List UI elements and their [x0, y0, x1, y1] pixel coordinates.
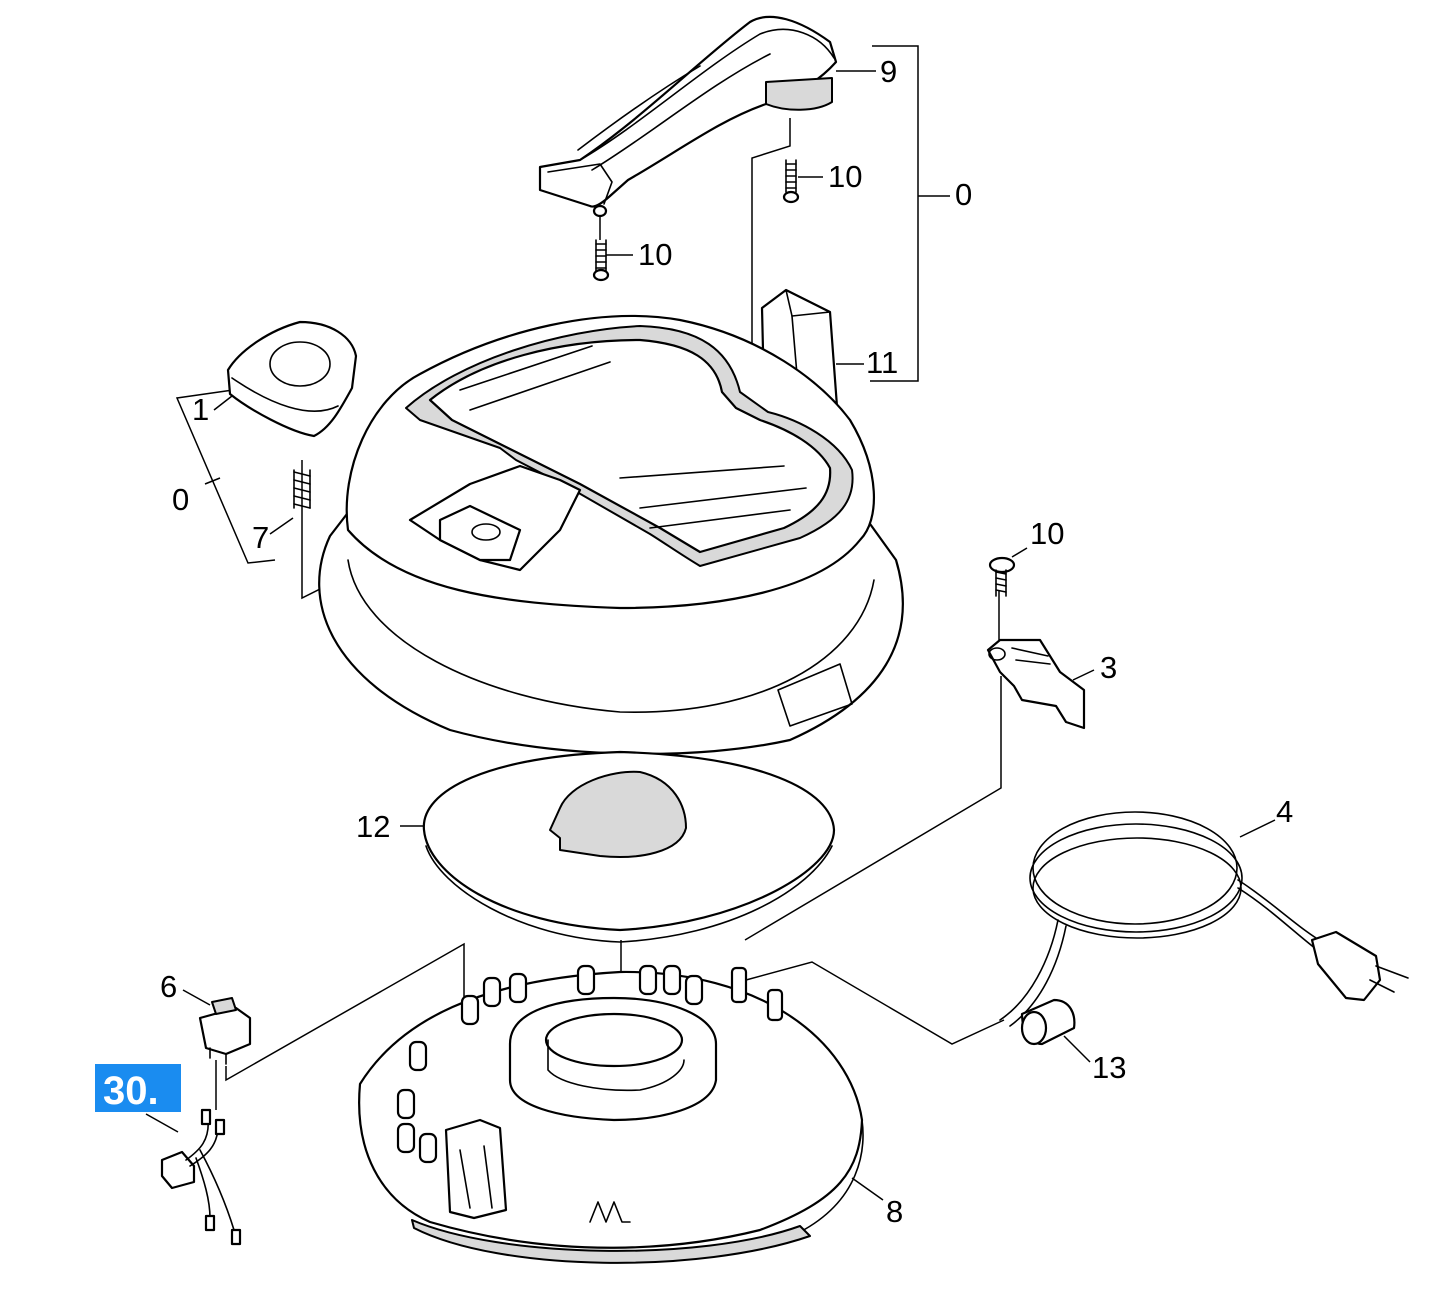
label-13: 13 [1092, 1050, 1126, 1085]
label-11: 11 [866, 345, 898, 380]
label-1: 1 [192, 392, 209, 427]
switch-part-6 [198, 997, 252, 1065]
label-10-left: 10 [638, 237, 672, 272]
badge-label: 30. [103, 1069, 159, 1113]
label-7: 7 [252, 520, 269, 555]
base-posts [396, 964, 784, 1164]
label-6: 6 [160, 969, 177, 1004]
filter-disc-part-12 [422, 750, 836, 943]
wire-harness-part-30 [160, 1108, 242, 1246]
screw-part-10-right [988, 556, 1016, 597]
button-cap-part-1 [226, 320, 358, 438]
label-0-left: 0 [172, 482, 189, 517]
highlight-badge-30[interactable]: 30. [95, 1064, 181, 1113]
screw-part-10-left [592, 239, 610, 282]
ferrite-part-13 [1020, 998, 1076, 1046]
screw-part-10-upper [782, 159, 800, 204]
badge-background [95, 1064, 181, 1112]
label-0-upper: 0 [955, 177, 972, 212]
label-9: 9 [880, 54, 897, 89]
callout-labels: 9 10 0 10 11 1 0 7 10 3 12 4 6 13 8 [160, 54, 1293, 1229]
label-10-upper: 10 [828, 159, 862, 194]
spring-part-7 [293, 469, 311, 509]
label-12: 12 [356, 809, 390, 844]
switch-bracket-part-3 [986, 638, 1086, 730]
base-plate-part-8 [358, 964, 864, 1264]
label-4: 4 [1276, 794, 1293, 829]
label-3: 3 [1100, 650, 1117, 685]
power-cord-part-4 [999, 811, 1409, 1027]
lid-assembly [318, 314, 904, 755]
label-8: 8 [886, 1194, 903, 1229]
handle-part-9 [538, 15, 838, 218]
label-10-right: 10 [1030, 516, 1064, 551]
